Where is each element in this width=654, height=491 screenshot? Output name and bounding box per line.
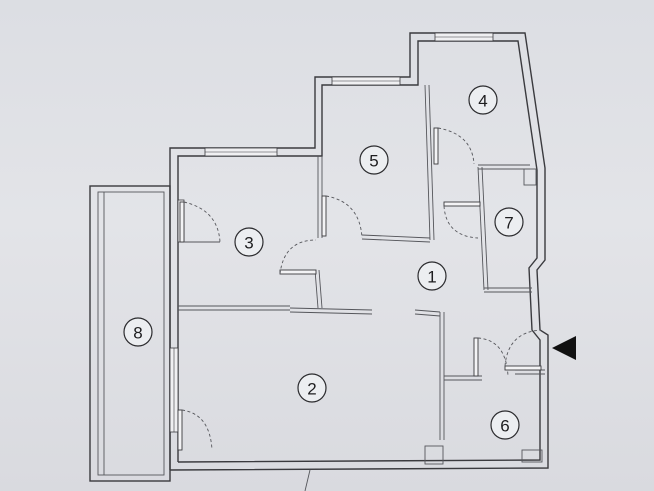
room-number-7: 7 [504,214,513,233]
room-label-8: 8 [123,317,153,347]
door-room-4 [433,127,475,165]
door-room-5 [321,195,363,239]
room-label-6: 6 [490,410,520,440]
room-number-6: 6 [500,417,509,436]
room-label-5: 5 [359,145,389,175]
room-number-4: 4 [478,92,487,111]
door-room-3 [279,239,317,275]
room-number-1: 1 [427,268,436,287]
room-label-2: 2 [297,373,327,403]
room-label-4: 4 [468,85,498,115]
room-label-7: 7 [494,207,524,237]
door-room-3-balcony [179,201,221,243]
room-number-3: 3 [244,234,253,253]
window-room-3 [204,147,278,157]
entrance-arrow-icon [552,336,576,360]
door-room-6 [473,337,509,377]
room-number-5: 5 [369,152,378,171]
room-label-1: 1 [417,261,447,291]
window-room-5 [331,76,401,86]
door-entrance [504,329,542,371]
room-number-2: 2 [307,380,316,399]
window-room-4 [434,32,494,42]
door-room-2 [177,409,213,451]
outer-walls [169,32,549,471]
room-label-3: 3 [234,227,264,257]
room-number-8: 8 [133,324,142,343]
interior-walls [178,84,545,491]
door-room-7 [443,201,481,239]
window-room-2 [169,347,179,433]
